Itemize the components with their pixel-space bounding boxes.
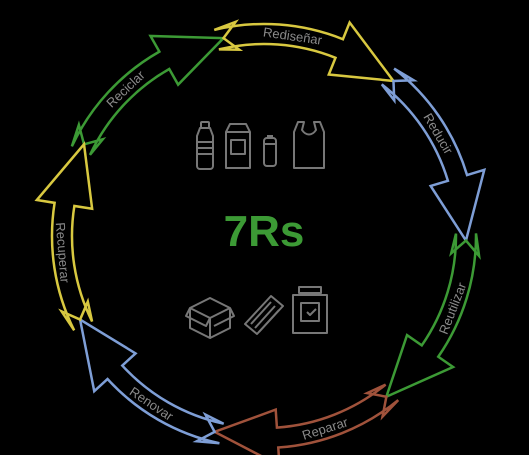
cycle-arrow: [380, 67, 487, 244]
cycle-step-redisenar: Rediseñar: [213, 19, 397, 83]
bottle-icon: [196, 121, 214, 170]
cycle-step-reducir: Reducir: [380, 67, 487, 244]
cycle-arrow: [78, 316, 225, 445]
shopping-bag-icon: [293, 121, 325, 169]
icon-group: [185, 121, 328, 339]
cycle-step-reparar: Reparar: [211, 383, 400, 455]
cycle-arrow: [34, 141, 94, 332]
cycle-ring: ReciclarRediseñarReducirReutilizarRepara…: [34, 19, 487, 455]
box-icon: [185, 297, 235, 339]
cycle-step-reutilizar: Reutilizar: [384, 233, 481, 400]
cycle-step-reciclar: Reciclar: [70, 34, 227, 156]
carton-icon: [225, 123, 251, 169]
cycle-arrow: [70, 34, 227, 156]
cycle-arrow: [384, 233, 481, 400]
cycle-step-renovar: Renovar: [78, 316, 225, 445]
waste-bin-icon: [292, 286, 328, 334]
cycle-arrow: [211, 383, 400, 455]
phone-icon: [244, 295, 284, 335]
cycle-step-label: Recuperar: [53, 222, 73, 284]
center-title: 7Rs: [224, 207, 305, 256]
cycle-step-recuperar: Recuperar: [34, 141, 94, 332]
can-icon: [263, 135, 277, 167]
cycle-arrow: [213, 19, 397, 83]
